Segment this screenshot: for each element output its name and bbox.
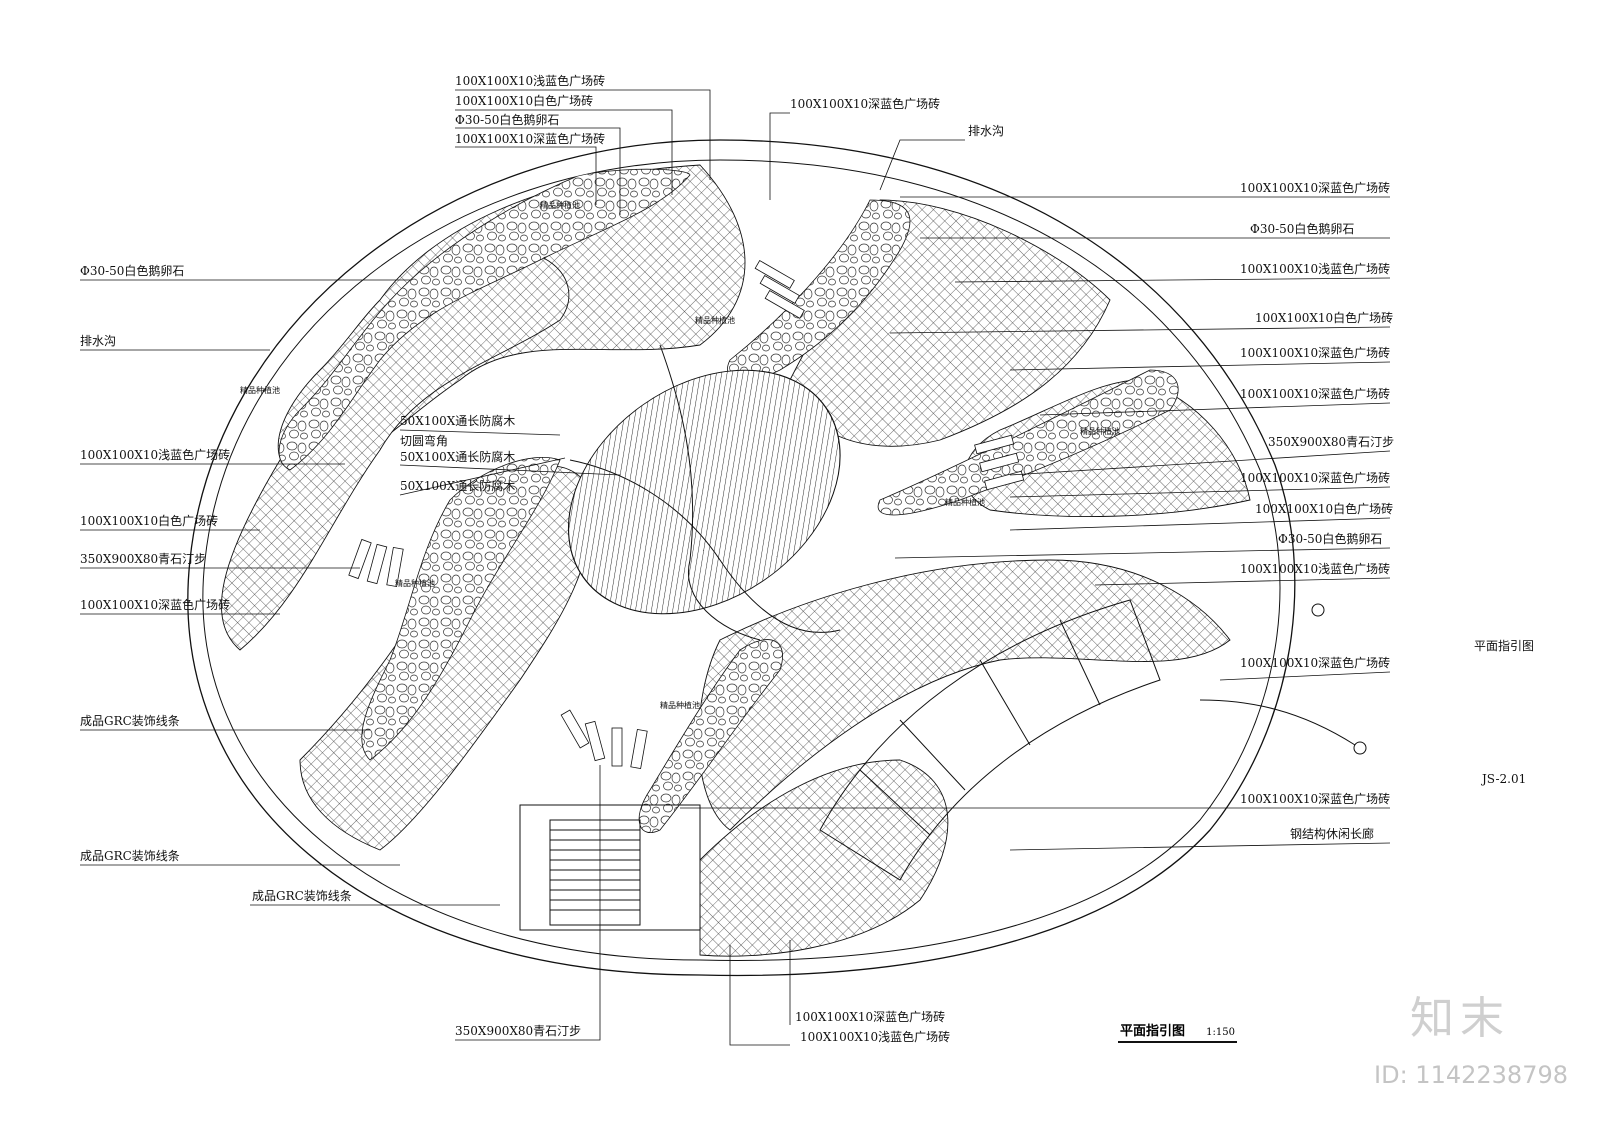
staircase — [519, 804, 701, 931]
planter-label: 精品种植池 — [395, 579, 435, 588]
label-r-light-blue-1: 100X100X10浅蓝色广场砖 — [1240, 262, 1391, 276]
drawing-number: JS-2.01 — [1482, 772, 1527, 786]
planter-label: 精品种植池 — [945, 498, 985, 507]
label-grc-2: 成品GRC装饰线条 — [80, 849, 180, 863]
planter-label: 精品种植池 — [540, 201, 580, 210]
label-white-tile-2: 100X100X10白色广场砖 — [80, 514, 219, 528]
label-b-light-blue: 100X100X10浅蓝色广场砖 — [800, 1030, 951, 1044]
leader-lines — [80, 89, 1391, 1046]
label-drain-2: 排水沟 — [968, 124, 1005, 138]
planter-label: 精品种植池 — [695, 316, 735, 325]
label-r-pebble-1: Φ30-50白色鹅卵石 — [1250, 222, 1355, 236]
label-r-dark-blue-1: 100X100X10深蓝色广场砖 — [1240, 181, 1391, 195]
planter-label: 精品种植池 — [240, 386, 280, 395]
label-grc-3: 成品GRC装饰线条 — [252, 889, 352, 903]
label-r-dark-blue-2: 100X100X10深蓝色广场砖 — [1240, 346, 1391, 360]
label-pebble-2: Φ30-50白色鹅卵石 — [80, 264, 185, 278]
steel-pergola — [819, 599, 1161, 881]
label-r-dark-blue-6: 100X100X10深蓝色广场砖 — [1240, 792, 1391, 806]
label-r-white-1: 100X100X10白色广场砖 — [1255, 311, 1394, 325]
label-r-dark-blue-5: 100X100X10深蓝色广场砖 — [1240, 656, 1391, 670]
label-r-dark-blue-3: 100X100X10深蓝色广场砖 — [1240, 387, 1391, 401]
label-dark-blue-tile-1: 100X100X10深蓝色广场砖 — [455, 132, 606, 146]
entrance-path — [1199, 603, 1367, 755]
label-round-corner: 切圆弯角 — [400, 434, 449, 448]
side-title: 平面指引图 — [1474, 639, 1535, 653]
label-r-dark-blue-4: 100X100X10深蓝色广场砖 — [1240, 471, 1391, 485]
label-dark-blue-tile-top: 100X100X10深蓝色广场砖 — [790, 97, 941, 111]
watermark-id: ID: 1142238798 — [1374, 1061, 1568, 1089]
label-r-light-blue-2: 100X100X10浅蓝色广场砖 — [1240, 562, 1391, 576]
label-pebble-1: Φ30-50白色鹅卵石 — [455, 113, 560, 127]
label-timber-2: 50X100X通长防腐木 — [400, 450, 516, 464]
label-stepping-stone-2: 350X900X80青石汀步 — [455, 1024, 582, 1038]
title-block-scale: 1:150 — [1206, 1027, 1235, 1038]
label-light-blue-tile-2: 100X100X10浅蓝色广场砖 — [80, 448, 231, 462]
planter-label: 精品种植池 — [1080, 427, 1120, 436]
label-b-dark-blue: 100X100X10深蓝色广场砖 — [795, 1010, 946, 1024]
title-block: 平面指引图 1:150 — [1118, 1020, 1237, 1043]
label-grc-1: 成品GRC装饰线条 — [80, 714, 180, 728]
label-r-stepping-stone: 350X900X80青石汀步 — [1268, 435, 1395, 449]
watermark-logo: 知末 — [1410, 993, 1510, 1044]
label-white-tile-1: 100X100X10白色广场砖 — [455, 94, 594, 108]
label-stepping-stone-1: 350X900X80青石汀步 — [80, 552, 207, 566]
label-r-white-2: 100X100X10白色广场砖 — [1255, 502, 1394, 516]
label-dark-blue-tile-2: 100X100X10深蓝色广场砖 — [80, 598, 231, 612]
label-drain-1: 排水沟 — [80, 334, 117, 348]
paving-arms — [221, 164, 1251, 957]
label-timber-3: 50X100X通长防腐木 — [400, 479, 516, 493]
label-r-pebble-2: Φ30-50白色鹅卵石 — [1278, 532, 1383, 546]
label-light-blue-tile-1: 100X100X10浅蓝色广场砖 — [455, 74, 606, 88]
stepping-stones — [348, 259, 1025, 770]
label-r-pergola: 钢结构休闲长廊 — [1290, 827, 1375, 841]
plaza-boundary — [187, 139, 1296, 977]
title-block-title: 平面指引图 — [1120, 1024, 1186, 1039]
planter-label: 精品种植池 — [660, 701, 700, 710]
label-timber-1: 50X100X通长防腐木 — [400, 414, 516, 428]
